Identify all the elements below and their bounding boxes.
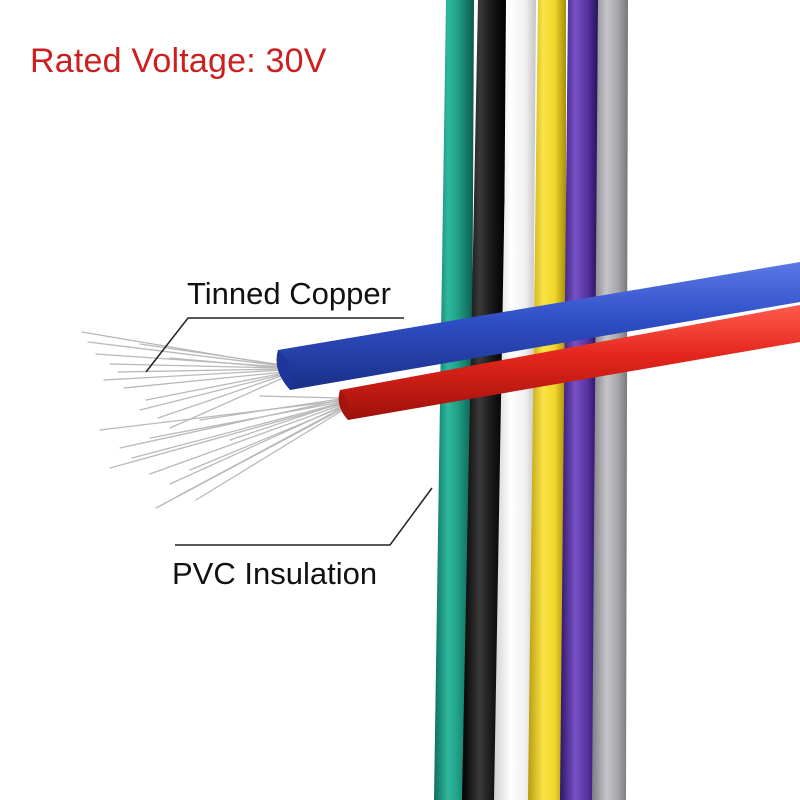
tinned-copper-strands [81,331,344,509]
blue-wire [276,262,800,390]
black-wire [462,0,506,800]
insulation-leader-line [175,487,433,546]
purple-wire [560,0,598,800]
white-wire [494,0,536,800]
copper-leader-line [145,317,404,373]
gray-wire [592,0,628,800]
yellow-wire [528,0,566,800]
tinned-copper-label: Tinned Copper [187,276,391,311]
rated-voltage-heading: Rated Voltage: 30V [30,42,327,80]
leader-lines [145,317,433,546]
pvc-insulation-label: PVC Insulation [172,556,378,591]
red-wire [338,305,800,420]
vertical-wire-bundle [434,0,628,800]
